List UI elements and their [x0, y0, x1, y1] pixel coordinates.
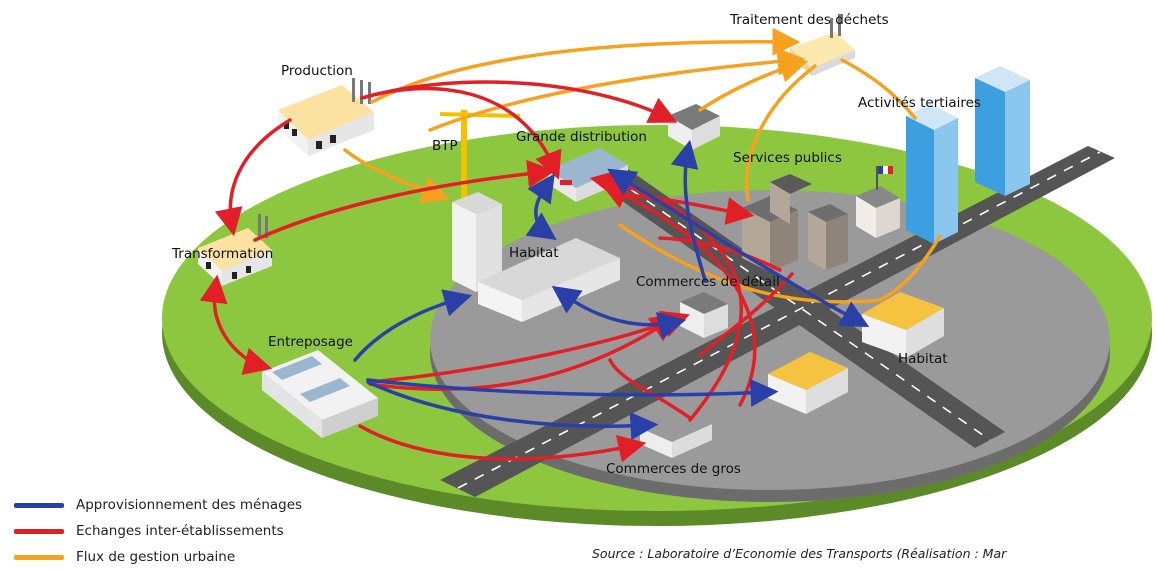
- flow-orange: [370, 27, 801, 104]
- label-production: Production: [281, 63, 353, 79]
- label-habitat-2: Habitat: [898, 351, 948, 367]
- flow-orange: [428, 47, 806, 132]
- flow-blue: [525, 173, 557, 240]
- flow-red: [253, 159, 556, 242]
- label-wholesale: Commerces de gros: [606, 461, 741, 477]
- flows-household-supply: [353, 139, 870, 440]
- flow-red: [360, 80, 678, 123]
- flow-red: [358, 424, 647, 463]
- flow-blue: [353, 289, 473, 362]
- flow-red: [214, 118, 292, 237]
- flow-red: [199, 274, 273, 375]
- flow-blue: [366, 380, 659, 440]
- flow-blue: [670, 139, 707, 282]
- label-btp: BTP: [432, 138, 458, 154]
- flow-orange: [878, 234, 942, 302]
- flow-orange: [343, 148, 450, 204]
- construction-crane: [439, 110, 521, 200]
- flow-orange: [698, 55, 809, 112]
- flow-orange: [840, 58, 917, 120]
- legend-item: Echanges inter-établissements: [14, 518, 302, 544]
- legend-swatch-orange: [14, 554, 64, 560]
- label-storage: Entreposage: [268, 334, 353, 350]
- label-public-services: Services publics: [733, 150, 842, 166]
- legend-item: Flux de gestion urbaine: [14, 544, 302, 570]
- source-caption: Source : Laboratoire d’Economie des Tran…: [592, 546, 1007, 561]
- storage-building: [262, 350, 378, 438]
- legend-item: Approvisionnement des ménages: [14, 492, 302, 518]
- label-transformation: Transformation: [171, 246, 273, 262]
- legend-swatch-red: [14, 528, 64, 534]
- label-retail-big: Grande distribution: [516, 129, 647, 145]
- production-building: [278, 78, 374, 156]
- legend: Approvisionnement des ménages Echanges i…: [14, 492, 302, 570]
- flow-red: [368, 314, 679, 392]
- tertiary-towers: [906, 66, 1030, 244]
- legend-label: Approvisionnement des ménages: [76, 497, 303, 513]
- legend-label: Flux de gestion urbaine: [76, 549, 236, 565]
- label-habitat-1: Habitat: [509, 245, 559, 261]
- legend-swatch-blue: [14, 502, 64, 508]
- flow-blue: [366, 378, 779, 407]
- label-retail-small: Commerces de détail: [636, 274, 780, 290]
- flow-red: [608, 358, 692, 420]
- habitat-building-left: [452, 192, 620, 322]
- label-tertiary: Activités tertiaires: [858, 95, 981, 111]
- label-waste-treatment: Traitement des déchets: [729, 12, 889, 28]
- legend-label: Echanges inter-établissements: [76, 523, 284, 539]
- flow-blue: [607, 168, 870, 327]
